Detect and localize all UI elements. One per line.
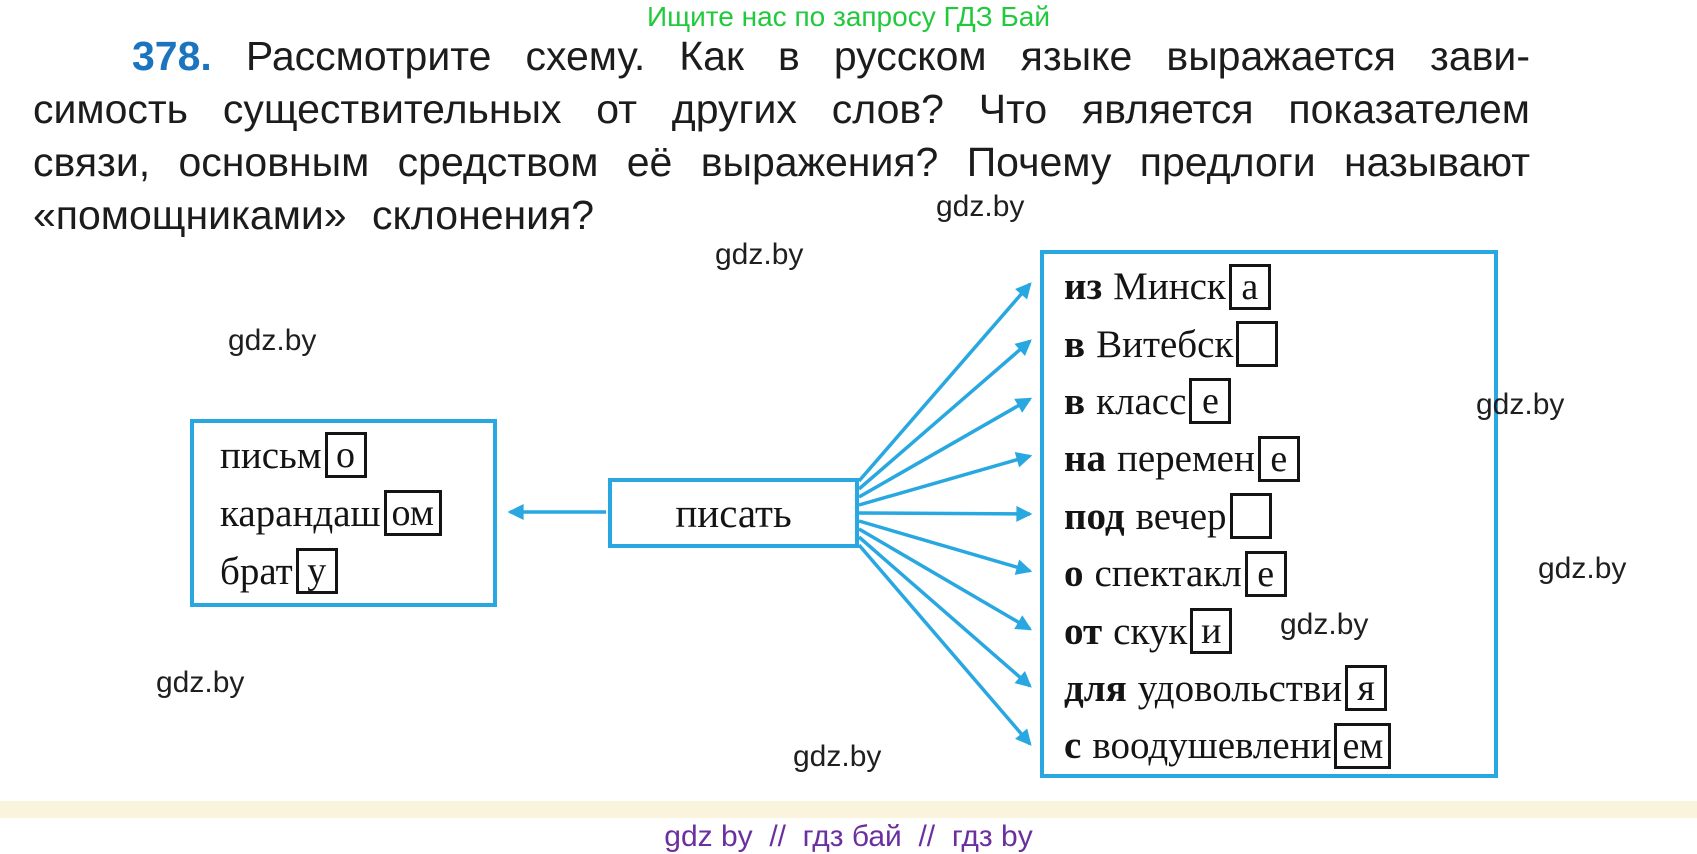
- watermark-text: gdz.by: [793, 740, 882, 773]
- promo-banner: Ищите нас по запросу ГДЗ Бай: [646, 1, 1051, 32]
- preposition: с: [1064, 724, 1082, 768]
- arrow-phrase-2: [857, 339, 1032, 491]
- watermark-text: gdz.by: [1476, 388, 1565, 421]
- preposition: от: [1064, 609, 1103, 653]
- watermark-text: gdz.by: [228, 324, 317, 357]
- exercise-line-1-text: Рассмотрите схему. Как в русском языке в…: [245, 33, 1530, 79]
- word-ending-box: е: [1244, 550, 1287, 597]
- arrow-phrase-8: [857, 535, 1032, 688]
- exercise-line-2: симость существительных от других слов? …: [33, 86, 1530, 132]
- center-word: писать: [675, 490, 792, 536]
- word-ending-box: е: [1189, 378, 1232, 425]
- word-stem: карандаш: [220, 491, 381, 535]
- preposition: о: [1064, 552, 1084, 596]
- word-stem: вечер: [1135, 494, 1227, 538]
- word-ending-box: я: [1345, 665, 1388, 712]
- arrow-phrase-6: [858, 519, 1033, 575]
- word-stem: письм: [220, 433, 322, 477]
- footer-links: gdz by // гдз бай // гдз by: [664, 820, 1033, 853]
- word-ending-box: ем: [1334, 722, 1392, 769]
- exercise-text: 378. Рассмотрите схему. Как в русском яз…: [33, 30, 1530, 242]
- arrow-phrase-1: [857, 282, 1032, 483]
- exercise-line-4: «помощниками» склонения?: [33, 192, 595, 238]
- exercise-line-3: связи, основным средством её выражения? …: [33, 139, 1530, 185]
- word-stem: Минск: [1113, 265, 1226, 309]
- word-stem: класс: [1096, 379, 1187, 423]
- divider-band: [0, 801, 1697, 818]
- word-ending-box: у: [295, 548, 338, 594]
- word-stem: спектакл: [1094, 552, 1242, 596]
- arrow-phrase-4: [858, 452, 1033, 507]
- word-stem: брат: [220, 549, 293, 593]
- word-stem: перемен: [1116, 437, 1255, 481]
- preposition: на: [1064, 437, 1106, 481]
- word-ending-box: е: [1257, 435, 1300, 482]
- arrow-phrase-3: [858, 397, 1033, 499]
- arrow-phrase-7: [858, 527, 1033, 631]
- word-ending-box: и: [1190, 608, 1233, 655]
- preposition: под: [1064, 494, 1125, 538]
- word-ending-box: о: [324, 432, 367, 478]
- watermark-text: gdz.by: [936, 190, 1025, 223]
- word-ending-box: ом: [383, 490, 442, 536]
- watermark-text: gdz.by: [1280, 608, 1369, 641]
- preposition: в: [1064, 322, 1086, 366]
- preposition: для: [1064, 666, 1127, 710]
- watermark-text: gdz.by: [715, 238, 804, 271]
- word-ending-box: а: [1228, 263, 1271, 310]
- exercise-number: 378.: [132, 33, 212, 79]
- word-stem: Витебск: [1096, 322, 1234, 366]
- preposition: в: [1064, 379, 1086, 423]
- exercise-line-1: 378. Рассмотрите схему. Как в русском яз…: [33, 30, 1530, 83]
- center-word-box: писать: [608, 478, 859, 548]
- watermark-text: gdz.by: [1538, 552, 1627, 585]
- word-ending-box: [1229, 493, 1272, 540]
- preposition: из: [1064, 265, 1103, 309]
- arrow-phrase-9: [857, 543, 1032, 746]
- word-stem: воодушевлени: [1092, 724, 1332, 768]
- watermark-text: gdz.by: [156, 666, 245, 699]
- word-stem: удовольстви: [1137, 666, 1343, 710]
- arrow-phrase-5: [858, 505, 1033, 522]
- word-stem: скук: [1113, 609, 1188, 653]
- word-ending-box: [1236, 321, 1279, 368]
